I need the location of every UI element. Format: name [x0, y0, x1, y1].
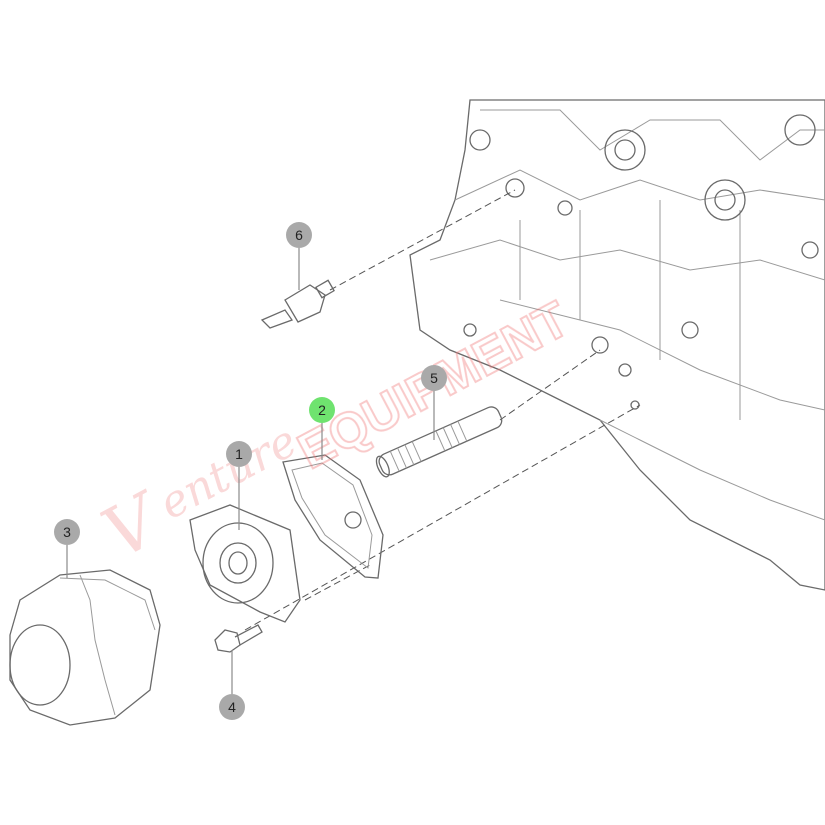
oil-filter-housing-part	[189, 504, 301, 623]
oil-pressure-switch-part	[260, 279, 335, 329]
callout-2-selected[interactable]: 2	[309, 397, 335, 423]
callout-4[interactable]: 4	[219, 694, 245, 720]
oil-pipe-fitting-part	[375, 406, 503, 478]
svg-text:enture: enture	[151, 415, 305, 529]
watermark-logo: V enture EQUIPMENT	[89, 290, 578, 575]
gasket-part	[282, 454, 384, 579]
engine-block	[409, 99, 825, 591]
callout-6[interactable]: 6	[286, 222, 312, 248]
callout-1[interactable]: 1	[226, 441, 252, 467]
callout-3[interactable]: 3	[54, 519, 80, 545]
oil-filter-part	[9, 569, 161, 726]
callout-5[interactable]: 5	[421, 365, 447, 391]
bolt-part	[214, 624, 263, 653]
